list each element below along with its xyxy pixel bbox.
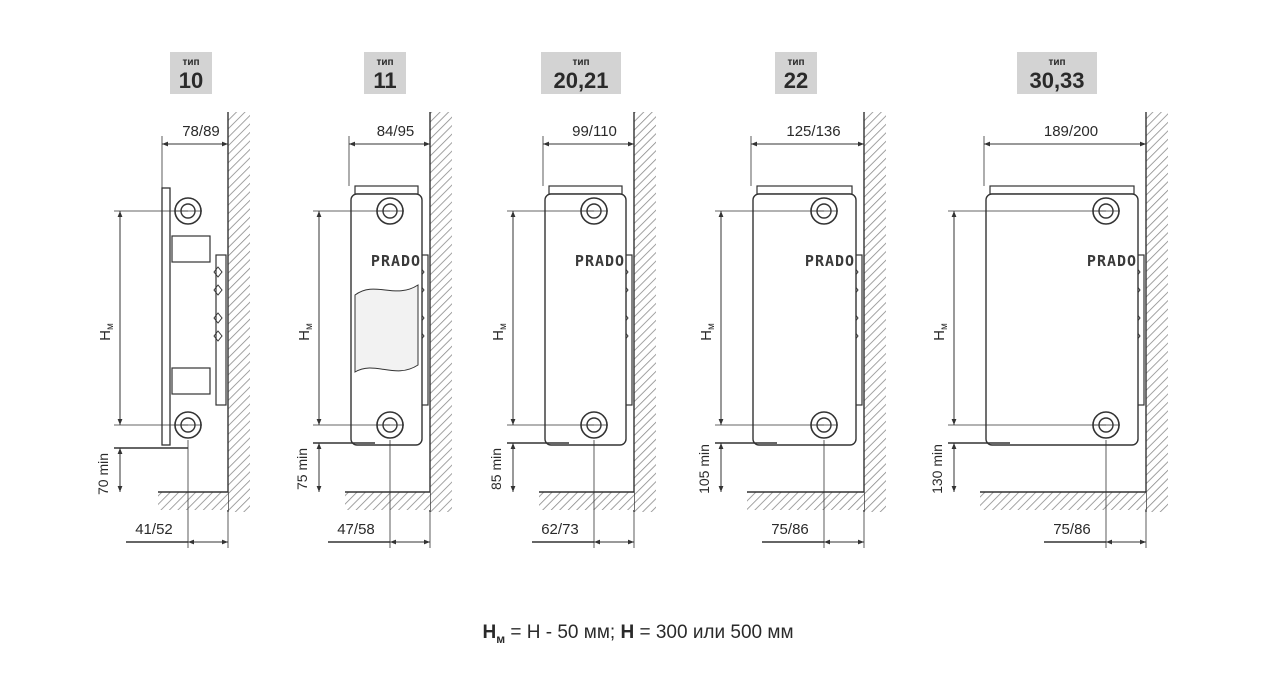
h-symbol: Н xyxy=(620,622,635,643)
formula-note: Нм = Н - 50 мм; Н = 300 или 500 мм xyxy=(0,622,1276,646)
hm-subscript: м xyxy=(496,631,506,646)
wall-hatch xyxy=(1146,112,1168,512)
type-badge-number: 11 xyxy=(373,68,396,93)
radiator-body xyxy=(985,185,1139,446)
type-badge xyxy=(1017,52,1097,94)
brand-logo: PRADO xyxy=(1087,252,1137,270)
type-badge xyxy=(170,52,212,94)
type-badge-label: тип xyxy=(376,57,393,68)
wall-hatch xyxy=(634,112,656,512)
floor-gap-dimension: 130 min xyxy=(929,444,945,494)
height-dimension: Нм xyxy=(931,323,950,341)
depth-dimension: 75/86 xyxy=(771,521,809,538)
formula-part-1: = Н - 50 мм; xyxy=(505,622,621,643)
radiator-body xyxy=(161,187,211,446)
type-badge-label: тип xyxy=(572,57,589,68)
depth-dimension: 62/73 xyxy=(541,521,579,538)
depth-dimension: 75/86 xyxy=(1053,521,1091,538)
type-badge-number: 30,33 xyxy=(1029,68,1084,93)
wall-hatch xyxy=(864,112,886,512)
wall-bracket xyxy=(215,254,227,406)
width-dimension: 125/136 xyxy=(786,123,840,140)
floor-gap-dimension: 105 min xyxy=(696,444,712,494)
floor-gap-dimension: 70 min xyxy=(95,453,111,495)
floor-hatch xyxy=(980,492,1146,510)
type-badge xyxy=(364,52,406,94)
floor-hatch xyxy=(539,492,634,510)
floor-hatch xyxy=(345,492,430,510)
floor-hatch xyxy=(158,492,228,510)
brand-logo: PRADO xyxy=(371,252,421,270)
floor-hatch xyxy=(747,492,864,510)
depth-dimension: 47/58 xyxy=(337,521,375,538)
type-badge xyxy=(541,52,621,94)
radiator-body xyxy=(350,185,423,446)
height-dimension: Нм xyxy=(698,323,717,341)
wall-hatch xyxy=(228,112,250,512)
type-badge-label: тип xyxy=(787,57,804,68)
type-badge-label: тип xyxy=(1048,57,1065,68)
height-dimension: Нм xyxy=(490,323,509,341)
type-badge-number: 10 xyxy=(179,68,203,93)
width-dimension: 189/200 xyxy=(1044,123,1098,140)
floor-gap-dimension: 75 min xyxy=(294,448,310,490)
formula-part-2: = 300 или 500 мм xyxy=(634,622,794,643)
type-badge xyxy=(775,52,817,94)
type-badge-number: 20,21 xyxy=(553,68,608,93)
height-dimension: Нм xyxy=(296,323,315,341)
type-badge-number: 22 xyxy=(784,68,808,93)
radiator-body xyxy=(752,185,857,446)
brand-logo: PRADO xyxy=(575,252,625,270)
floor-gap-dimension: 85 min xyxy=(488,448,504,490)
hm-symbol: Н xyxy=(482,622,497,643)
width-dimension: 99/110 xyxy=(572,123,617,140)
width-dimension: 84/95 xyxy=(377,123,415,140)
brand-logo: PRADO xyxy=(805,252,855,270)
width-dimension: 78/89 xyxy=(182,123,220,140)
height-dimension: Нм xyxy=(97,323,116,341)
depth-dimension: 41/52 xyxy=(135,521,173,538)
wall-hatch xyxy=(430,112,452,512)
radiator-body xyxy=(544,185,627,446)
type-badge-label: тип xyxy=(182,57,199,68)
